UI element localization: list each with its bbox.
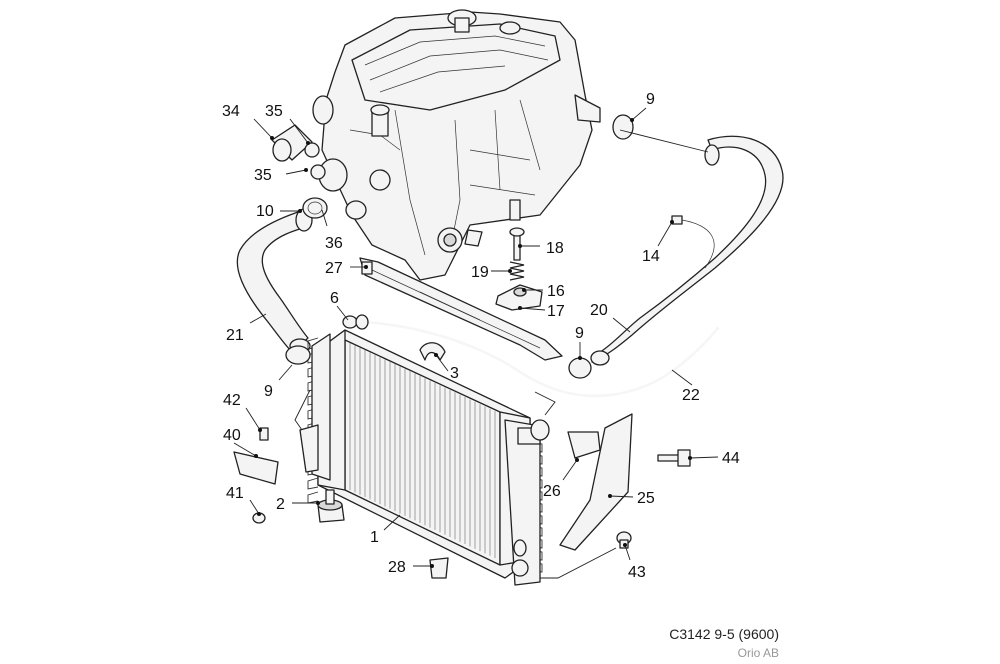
upper-radiator-hose [590,135,784,366]
small-parts [233,114,715,579]
callout-35-upper: 35 [265,103,283,120]
callout-labels: 34 35 35 10 36 9 9 9 14 18 19 27 16 17 2… [222,91,740,581]
overflow-hose [361,320,720,398]
callout-22: 22 [682,387,700,404]
callout-18: 18 [546,240,564,257]
callout-40: 40 [223,427,241,444]
callout-dots [254,118,692,568]
callout-6: 6 [330,290,339,307]
callout-41: 41 [226,485,244,502]
callout-42: 42 [223,392,241,409]
lower-radiator-hose [236,208,313,354]
callout-27: 27 [325,260,343,277]
callout-36: 36 [325,235,343,252]
callout-20: 20 [590,302,608,319]
callout-14: 14 [642,248,660,265]
callout-9-mid: 9 [575,325,584,342]
callout-3: 3 [450,365,459,382]
callout-2: 2 [276,496,285,513]
callout-35-lower: 35 [254,167,272,184]
callout-21: 21 [226,327,244,344]
engine-block [312,9,601,281]
publisher-credit: Orio AB [737,646,779,660]
callout-16: 16 [547,283,565,300]
callout-44: 44 [722,450,740,467]
callout-9-top: 9 [646,91,655,108]
callout-43: 43 [628,564,646,581]
callout-10: 10 [256,203,274,220]
leader-lines [233,107,719,579]
radiator [299,329,550,586]
callout-26: 26 [543,483,561,500]
callout-1: 1 [370,529,379,546]
callout-28: 28 [388,559,406,576]
callout-19: 19 [471,264,489,281]
callout-34: 34 [222,103,240,120]
callout-17: 17 [547,303,565,320]
callout-9-left: 9 [264,383,273,400]
diagram-code: C3142 9-5 (9600) [669,626,779,642]
callout-25: 25 [637,490,655,507]
